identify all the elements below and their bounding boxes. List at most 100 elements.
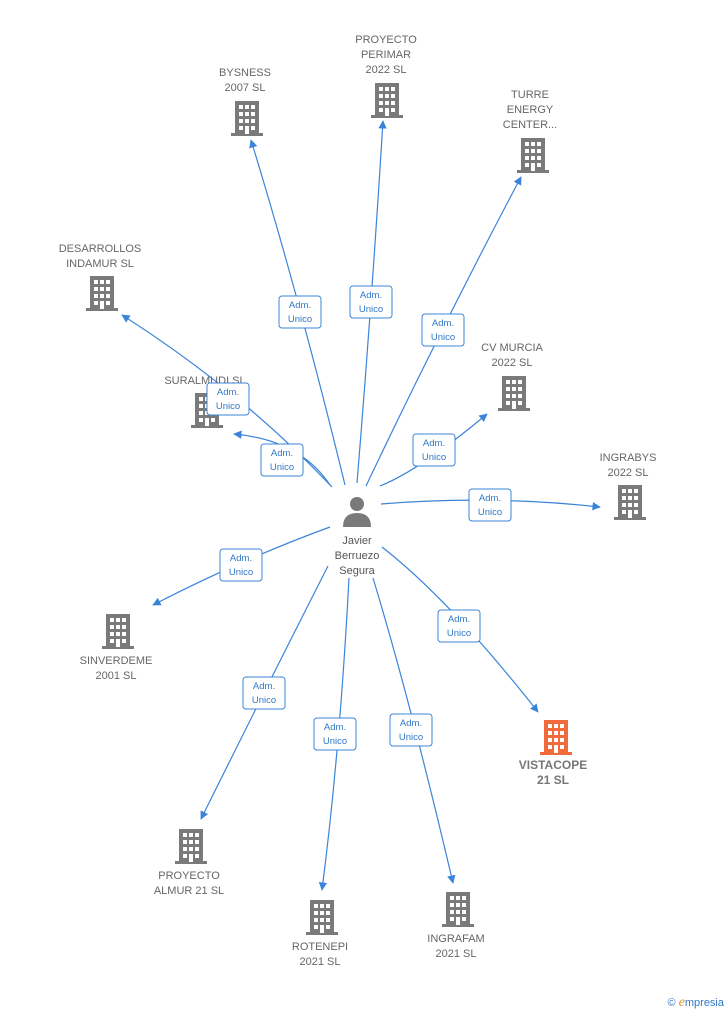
edge-label-line: Adm. bbox=[324, 722, 346, 733]
edge-label-line: Adm. bbox=[217, 387, 239, 398]
edge-label-line: Adm. bbox=[432, 318, 454, 329]
edge-label-line: Unico bbox=[478, 507, 502, 518]
edge-label-suralmudi[interactable]: Adm. Unico bbox=[260, 443, 304, 477]
building-icon bbox=[86, 276, 118, 311]
company-node-ingrabys[interactable]: INGRABYS 2022 SL bbox=[600, 452, 657, 520]
edge-label-box bbox=[219, 548, 263, 582]
edge-label-box bbox=[260, 443, 304, 477]
company-label-line: CENTER... bbox=[503, 119, 557, 131]
edge-label-line: Adm. bbox=[253, 681, 275, 692]
edge-label-box bbox=[389, 713, 433, 747]
edge-label-line: Adm. bbox=[360, 290, 382, 301]
edge-label-ingrafam[interactable]: Adm. Unico bbox=[389, 713, 433, 747]
company-label-line: BYSNESS bbox=[219, 67, 271, 79]
edge-label-line: Unico bbox=[399, 732, 423, 743]
company-label-line: 2021 SL bbox=[436, 948, 477, 960]
edge-label-perimar[interactable]: Adm. Unico bbox=[349, 285, 393, 319]
edge-label-box bbox=[206, 382, 250, 416]
edge-label-almur[interactable]: Adm. Unico bbox=[242, 676, 286, 710]
edge-label-bysness[interactable]: Adm. Unico bbox=[278, 295, 322, 329]
edge-label-line: Unico bbox=[270, 462, 294, 473]
edge-label-line: Unico bbox=[252, 695, 276, 706]
edge-label-box bbox=[468, 488, 512, 522]
building-icon bbox=[442, 892, 474, 927]
company-label-line: 2007 SL bbox=[225, 82, 266, 94]
edge-label-rotenepi[interactable]: Adm. Unico bbox=[313, 717, 357, 751]
company-node-bysness[interactable]: BYSNESS 2007 SL bbox=[219, 67, 271, 136]
edge-label-line: Adm. bbox=[271, 448, 293, 459]
edge-label-desarrollos[interactable]: Adm. Unico bbox=[206, 382, 250, 416]
edge-label-turre[interactable]: Adm. Unico bbox=[421, 313, 465, 347]
building-icon bbox=[540, 720, 572, 755]
edge-label-box bbox=[278, 295, 322, 329]
building-icon bbox=[371, 83, 403, 118]
company-label-line: 2022 SL bbox=[366, 64, 407, 76]
company-label-line: PROYECTO bbox=[355, 34, 417, 46]
brand-e-logo: e bbox=[678, 995, 685, 1010]
empresia-brand[interactable]: © empresia bbox=[667, 995, 724, 1011]
building-icon bbox=[517, 138, 549, 173]
edge-label-box bbox=[242, 676, 286, 710]
company-label-line: 2022 SL bbox=[608, 467, 649, 479]
edge-label-ingrabys[interactable]: Adm. Unico bbox=[468, 488, 512, 522]
edge-label-line: Adm. bbox=[289, 300, 311, 311]
company-node-turre[interactable]: TURRE ENERGY CENTER... bbox=[503, 89, 557, 173]
edge-label-line: Unico bbox=[323, 736, 347, 747]
edge-label-vistacope[interactable]: Adm.Unico bbox=[437, 609, 481, 643]
company-node-desarrollos[interactable]: DESARROLLOS INDAMUR SL bbox=[59, 243, 142, 311]
building-icon bbox=[614, 485, 646, 520]
edge-label-box bbox=[412, 433, 456, 467]
company-label-line: TURRE bbox=[511, 89, 549, 101]
edge-label-line: Adm. bbox=[230, 553, 252, 564]
company-label-line: 2001 SL bbox=[96, 670, 137, 682]
building-icon bbox=[306, 900, 338, 935]
company-label-line: ALMUR 21 SL bbox=[154, 885, 224, 897]
edge-label-line: Unico bbox=[359, 304, 383, 315]
company-label-line: INGRABYS bbox=[600, 452, 657, 464]
edge-label-box bbox=[349, 285, 393, 319]
copyright-symbol: © bbox=[667, 997, 676, 1009]
edge-label-line: Unico bbox=[216, 401, 240, 412]
company-label-line: CV MURCIA bbox=[481, 342, 543, 354]
edge-label-line: Unico bbox=[288, 314, 312, 325]
company-label-line: ENERGY bbox=[507, 104, 554, 116]
brand-name: mpresia bbox=[684, 997, 724, 1009]
company-node-cvmurcia[interactable]: CV MURCIA 2022 SL bbox=[481, 342, 544, 411]
edge-label-sinverdeme[interactable]: Adm. Unico bbox=[219, 548, 263, 582]
company-label-line: PROYECTO bbox=[158, 870, 220, 882]
company-label-line: 21 SL bbox=[537, 773, 569, 787]
edge-label-line: Unico bbox=[447, 628, 471, 639]
building-icon bbox=[102, 614, 134, 649]
building-icon bbox=[231, 101, 263, 136]
company-label-line: DESARROLLOS bbox=[59, 243, 142, 255]
person-name-line: Segura bbox=[339, 565, 375, 577]
company-label-line: INDAMUR SL bbox=[66, 258, 134, 270]
edge-label-box bbox=[421, 313, 465, 347]
edge-label-line: Adm. bbox=[423, 438, 445, 449]
edge-label-line: Unico bbox=[229, 567, 253, 578]
company-label-line: ROTENEPI bbox=[292, 941, 348, 953]
edge-label-box bbox=[437, 609, 481, 643]
edge-label-line: Adm. bbox=[479, 493, 501, 504]
company-node-almur[interactable]: PROYECTO ALMUR 21 SL bbox=[154, 829, 224, 897]
edge-label-cvmurcia[interactable]: Adm. Unico bbox=[412, 433, 456, 467]
edge-label-box bbox=[313, 717, 357, 751]
company-label-line: VISTACOPE bbox=[519, 758, 587, 772]
person-icon bbox=[343, 497, 371, 527]
edge-label-line: Unico bbox=[422, 452, 446, 463]
building-icon bbox=[175, 829, 207, 864]
company-label-line: 2022 SL bbox=[492, 357, 533, 369]
person-name-line: Berruezo bbox=[335, 550, 380, 562]
edge-labels-layer: Adm.UnicoAdm.UnicoAdm.UnicoAdm.UnicoAdm.… bbox=[206, 285, 512, 751]
person-name-line: Javier bbox=[342, 535, 372, 547]
edge-label-line: Unico bbox=[431, 332, 455, 343]
edge-label-line: Adm. bbox=[400, 718, 422, 729]
building-icon bbox=[498, 376, 530, 411]
